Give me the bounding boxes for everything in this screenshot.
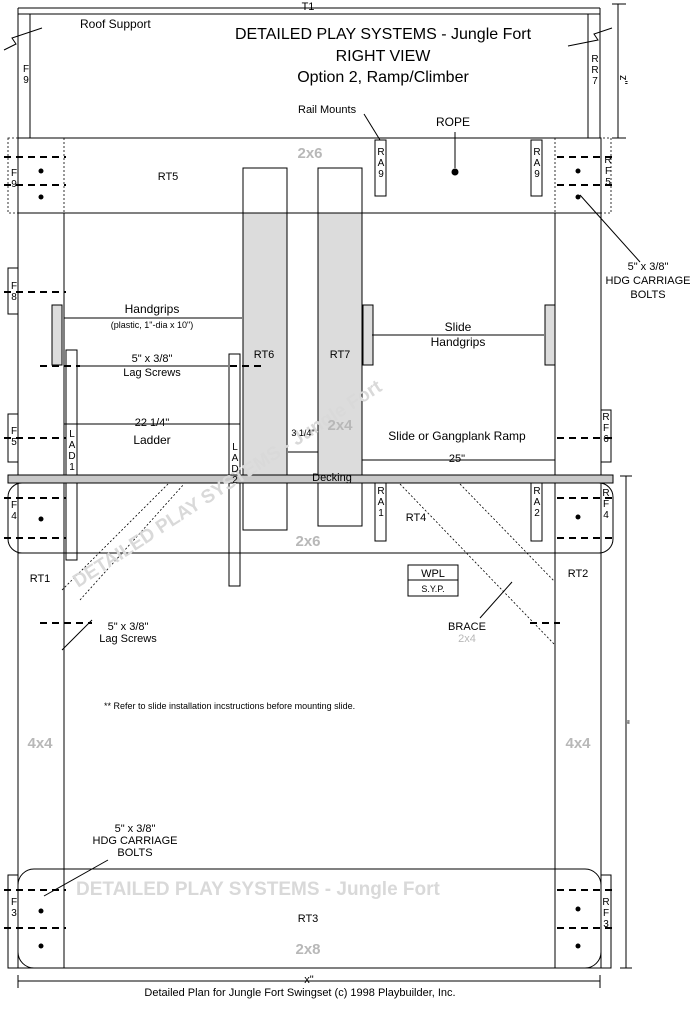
leader-lines <box>43 113 641 897</box>
lumber-slide-rail: 2x4 <box>327 417 353 434</box>
rt6-label: RT6 <box>254 349 275 361</box>
rail-mounts-label: Rail Mounts <box>298 104 357 116</box>
dimension-lines <box>17 3 632 988</box>
lumber-bottom: 2x8 <box>295 941 320 958</box>
lumber-top: 2x6 <box>297 145 322 162</box>
rt5-top-rail <box>7 137 612 214</box>
lumber-mid: 2x6 <box>295 533 320 550</box>
rt6-rt7-uprights <box>242 167 363 531</box>
handgrips-label: Handgrips <box>125 302 180 316</box>
rt7-label: RT7 <box>330 349 351 361</box>
slide-note: ** Refer to slide installation incstruct… <box>104 701 355 711</box>
rt4-label: RT4 <box>406 512 427 524</box>
title-line-3: Option 2, Ramp/Climber <box>297 69 469 86</box>
lag-size-top: 5" x 3/8" <box>132 353 173 365</box>
ramp-width: 25" <box>449 453 465 465</box>
footer: Detailed Plan for Jungle Fort Swingset (… <box>144 987 455 999</box>
lumber-brace: 2x4 <box>458 633 476 645</box>
t1-label: T1 <box>302 1 315 13</box>
dim-z-label: z" <box>617 75 629 85</box>
gap-label: 3 1/4" <box>291 428 314 438</box>
handgrips-spec: (plastic, 1"-dia x 10") <box>111 320 193 330</box>
dim-side-label: " <box>619 720 631 724</box>
lumber-post-left: 4x4 <box>27 735 53 752</box>
ramp-label: Slide or Gangplank Ramp <box>388 429 526 443</box>
lag-size-bottom: 5" x 3/8" <box>108 621 149 633</box>
title-block: DETAILED PLAY SYSTEMS - Jungle Fort RIGH… <box>235 26 532 86</box>
watermark-bottom: DETAILED PLAY SYSTEMS - Jungle Fort <box>76 879 441 900</box>
rope-label: ROPE <box>436 115 470 129</box>
rail-mounts-top <box>374 139 543 197</box>
title-line-1: DETAILED PLAY SYSTEMS - Jungle Fort <box>235 26 532 43</box>
decking-strip <box>7 474 614 484</box>
bolt-heads <box>38 168 581 949</box>
braces <box>61 483 556 646</box>
brace-label: BRACE <box>448 621 486 633</box>
wpl-stamp <box>407 564 459 597</box>
wpl-label: WPL <box>421 568 445 580</box>
title-line-2: RIGHT VIEW <box>336 48 432 65</box>
ladder-rails <box>65 349 241 587</box>
roof-support-label: Roof Support <box>80 17 151 31</box>
rt1-label: RT1 <box>30 573 51 585</box>
rt3-label: RT3 <box>298 913 319 925</box>
lumber-post-right: 4x4 <box>565 735 591 752</box>
rt2-label: RT2 <box>568 568 589 580</box>
ladder-width: 22 1/4" <box>135 417 170 429</box>
syp-label: S.Y.P. <box>421 584 444 594</box>
rope-anchor-dot <box>451 168 459 176</box>
carriage-bottom-3: BOLTS <box>117 847 152 859</box>
carriage-top-2: HDG CARRIAGE <box>606 275 690 287</box>
decking-label: Decking <box>312 472 352 484</box>
carriage-top-3: BOLTS <box>630 289 665 301</box>
slide-handgrips-1: Slide <box>445 320 472 334</box>
slide-handgrips-2: Handgrips <box>431 335 486 349</box>
rt4-middle-rail <box>7 482 614 554</box>
roof-support-frame <box>3 7 613 138</box>
ladder-label: Ladder <box>133 433 170 447</box>
rt3-bottom-rail <box>7 868 612 969</box>
lag-label-top: Lag Screws <box>123 367 181 379</box>
carriage-bottom-2: HDG CARRIAGE <box>93 835 178 847</box>
carriage-top-1: 5" x 3/8" <box>628 261 669 273</box>
dim-x-label: x" <box>304 974 314 986</box>
carriage-bottom-1: 5" x 3/8" <box>115 823 156 835</box>
rt5-label: RT5 <box>158 171 179 183</box>
lag-label-bottom: Lag Screws <box>99 633 157 645</box>
